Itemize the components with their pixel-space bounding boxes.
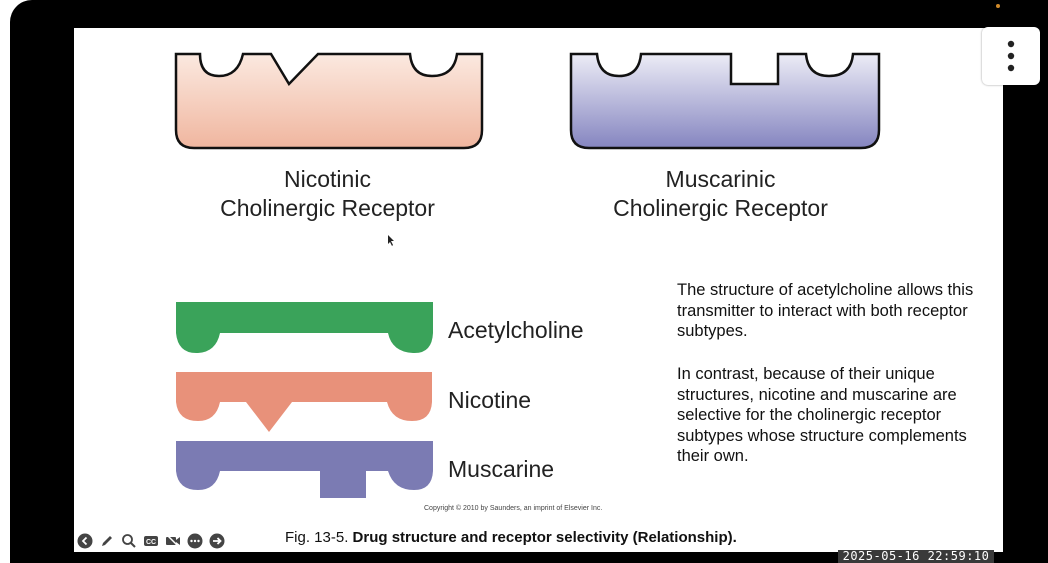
nicotinic-receptor-label: Nicotinic Cholinergic Receptor [195, 165, 460, 223]
next-icon[interactable] [208, 533, 225, 550]
muscarinic-label-line1: Muscarinic [665, 166, 776, 192]
pen-icon[interactable] [98, 533, 115, 550]
video-off-icon[interactable] [164, 533, 181, 550]
copyright-notice: Copyright © 2010 by Saunders, an imprint… [424, 505, 603, 512]
muscarinic-receptor-label: Muscarinic Cholinergic Receptor [588, 165, 853, 223]
nicotinic-receptor-shape [174, 52, 484, 150]
kebab-menu-icon [1007, 40, 1015, 72]
nicotine-shape [176, 372, 432, 432]
slide: Nicotinic Cholinergic Receptor Muscarini… [74, 28, 1003, 552]
description-paragraph-1: The structure of acetylcholine allows th… [677, 281, 974, 340]
acetylcholine-shape [176, 302, 433, 354]
status-dot [996, 4, 1000, 8]
caption-title: Drug structure and receptor selectivity … [352, 529, 737, 546]
description-paragraph-2: In contrast, because of their unique str… [677, 365, 967, 465]
nicotinic-label-line2: Cholinergic Receptor [220, 195, 435, 221]
muscarinic-receptor-shape [569, 52, 881, 150]
mouse-cursor [388, 235, 394, 246]
muscarinic-label-line2: Cholinergic Receptor [613, 195, 828, 221]
acetylcholine-label: Acetylcholine [448, 317, 584, 343]
timestamp-overlay: 2025-05-16 22:59:10 [838, 550, 994, 563]
presentation-controls: CC [76, 532, 225, 550]
more-options-button[interactable] [982, 27, 1040, 85]
closed-caption-icon[interactable]: CC [142, 533, 159, 550]
previous-icon[interactable] [76, 533, 93, 550]
svg-text:CC: CC [145, 539, 155, 546]
figure-caption: Fig. 13-5. Drug structure and receptor s… [285, 529, 737, 546]
muscarine-label: Muscarine [448, 456, 555, 482]
caption-prefix: Fig. 13-5. [285, 529, 353, 546]
receptor-diagram [174, 52, 881, 498]
muscarine-shape [176, 441, 433, 498]
zoom-icon[interactable] [120, 533, 137, 550]
more-icon[interactable] [186, 533, 203, 550]
nicotinic-label-line1: Nicotinic [284, 166, 371, 192]
nicotine-label: Nicotine [448, 387, 532, 413]
